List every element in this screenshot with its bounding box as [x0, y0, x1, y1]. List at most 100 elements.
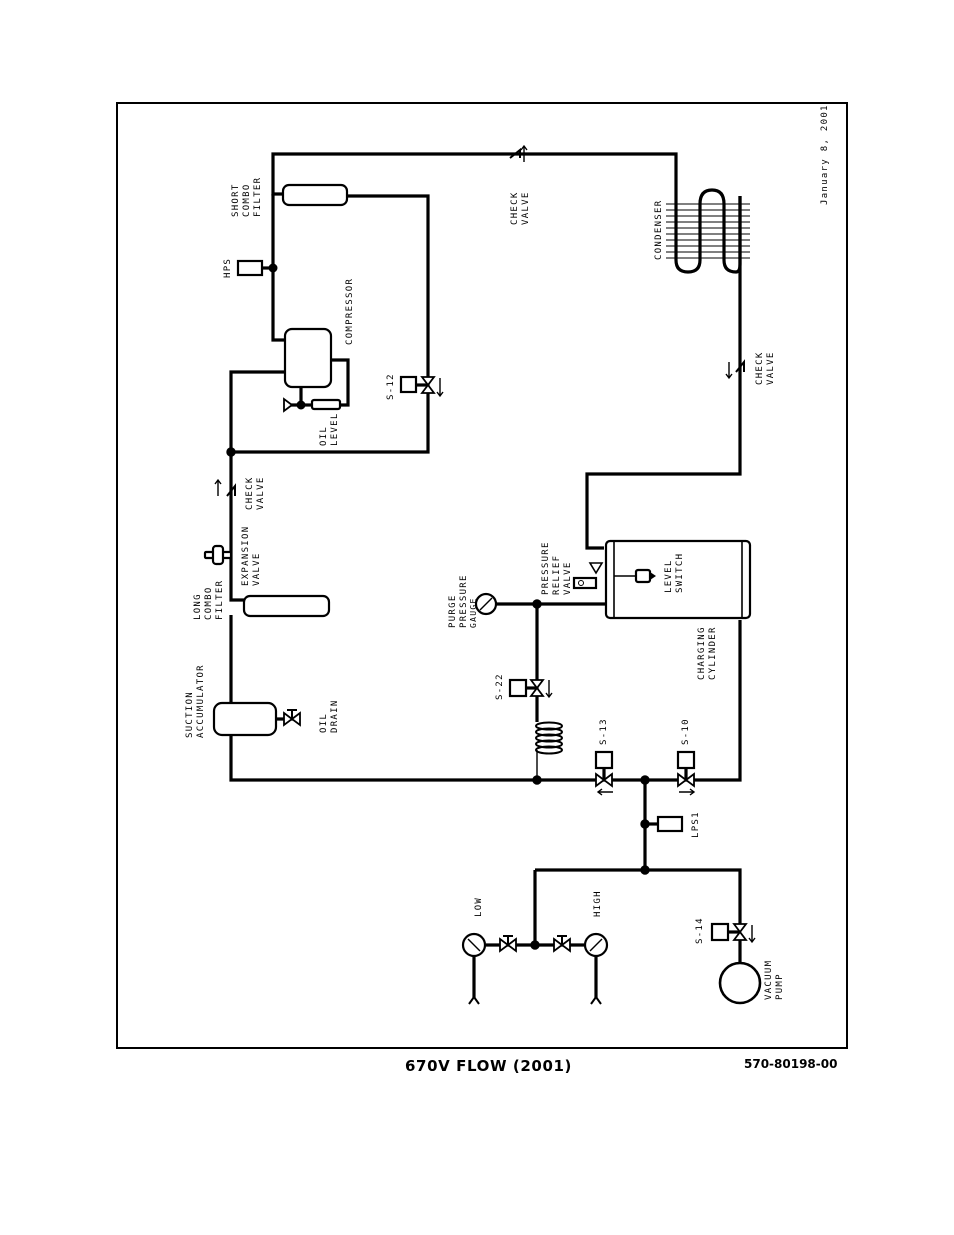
label-charging-cylinder: CHARGING CYLINDER: [697, 626, 718, 680]
condenser-coil: [666, 188, 750, 274]
svg-text:DRAIN: DRAIN: [330, 699, 340, 733]
svg-text:COMBO: COMBO: [204, 586, 214, 620]
label-short-combo-filter: SHORT COMBO FILTER: [231, 177, 263, 217]
svg-text:EXPANSION: EXPANSION: [241, 526, 251, 586]
pressure-relief-marker-icon: [588, 562, 604, 575]
diagram-border: [116, 102, 848, 1049]
svg-text:RELIEF: RELIEF: [552, 555, 562, 595]
svg-text:January 8, 2001: January 8, 2001: [820, 104, 830, 205]
low-valve-handle: [503, 935, 513, 945]
svg-text:PURGE: PURGE: [448, 594, 458, 628]
high-hose-connector-icon: [590, 995, 602, 1005]
svg-text:SHORT: SHORT: [231, 183, 241, 217]
pressure-relief-port-icon: [578, 580, 584, 586]
check-valve-top-icon: [509, 147, 521, 159]
check-valve-right-arrow-icon: [725, 362, 733, 380]
oil-level-port-icon: [283, 397, 294, 413]
oil-drain-handle: [287, 709, 297, 719]
svg-text:CHECK: CHECK: [245, 476, 255, 510]
s12-arrow-icon: [436, 378, 444, 398]
svg-text:SWITCH: SWITCH: [675, 553, 685, 593]
s12-solenoid: [399, 375, 418, 394]
part-number: 570-80198-00: [744, 1057, 837, 1071]
label-oil-drain: OIL DRAIN: [319, 699, 340, 733]
short-combo-filter: [281, 183, 349, 207]
svg-text:CONDENSER: CONDENSER: [654, 200, 664, 260]
label-purge-pressure-gauge: PURGE PRESSURE GAUGE: [448, 574, 478, 628]
date-label: January 8, 2001: [820, 104, 830, 205]
svg-text:OIL: OIL: [319, 426, 329, 446]
s13-solenoid: [594, 750, 614, 770]
svg-text:LONG: LONG: [193, 593, 203, 620]
s13-arrow-icon: [596, 788, 613, 796]
label-high: HIGH: [593, 890, 603, 917]
svg-text:FILTER: FILTER: [215, 580, 225, 620]
svg-text:S-22: S-22: [495, 673, 505, 700]
pressure-relief-valve: [572, 576, 598, 590]
label-s22: S-22: [495, 673, 505, 700]
lps1-switch: [656, 815, 684, 833]
svg-text:CYLINDER: CYLINDER: [708, 626, 718, 680]
purge-pressure-gauge: [474, 592, 498, 616]
svg-text:OIL: OIL: [319, 713, 329, 733]
s22-arrow-icon: [545, 680, 553, 699]
svg-text:SUCTION: SUCTION: [185, 691, 195, 738]
svg-text:LEVEL: LEVEL: [330, 412, 340, 446]
label-s13: S-13: [599, 718, 609, 745]
label-hps: HPS: [223, 258, 233, 278]
s10-arrow-icon: [679, 788, 696, 796]
label-compressor: COMPRESSOR: [345, 278, 355, 345]
svg-text:VALVE: VALVE: [563, 561, 573, 595]
charging-cylinder: [604, 539, 752, 620]
high-pressure-gauge: [583, 932, 609, 958]
label-level-switch: LEVEL SWITCH: [664, 553, 685, 593]
suction-accumulator: [212, 701, 278, 737]
s10-solenoid: [676, 750, 696, 770]
hps-switch: [236, 259, 264, 277]
s22-solenoid: [508, 678, 528, 698]
label-suction-accumulator: SUCTION ACCUMULATOR: [185, 664, 206, 738]
capillary-coil: [535, 721, 563, 755]
svg-text:GAUGE: GAUGE: [469, 597, 478, 628]
check-valve-top-arrow-icon: [520, 144, 528, 162]
svg-text:HPS: HPS: [223, 258, 233, 278]
page-title: 670V FLOW (2001): [405, 1057, 572, 1075]
label-expansion-valve: EXPANSION VALVE: [241, 526, 262, 586]
svg-text:LEVEL: LEVEL: [664, 559, 674, 593]
label-check-valve-top: CHECK VALVE: [510, 191, 531, 225]
vacuum-pump: [718, 961, 762, 1005]
svg-text:VALVE: VALVE: [521, 191, 531, 225]
svg-text:VALVE: VALVE: [252, 552, 262, 586]
label-vacuum-pump: VACUUM PUMP: [764, 960, 785, 1000]
svg-text:LOW: LOW: [474, 897, 484, 917]
label-s14: S-14: [695, 917, 705, 944]
svg-text:S-14: S-14: [695, 917, 705, 944]
svg-text:HIGH: HIGH: [593, 890, 603, 917]
check-valve-mid-icon: [226, 483, 236, 497]
svg-text:PRESSURE: PRESSURE: [459, 574, 469, 628]
svg-text:VALVE: VALVE: [766, 351, 776, 385]
svg-text:COMPRESSOR: COMPRESSOR: [345, 278, 355, 345]
svg-text:VALVE: VALVE: [256, 476, 266, 510]
check-valve-mid-arrow-icon: [214, 478, 222, 496]
svg-text:LPS1: LPS1: [691, 811, 701, 838]
s14-arrow-icon: [748, 925, 756, 944]
svg-text:S-12: S-12: [386, 373, 396, 400]
label-lps1: LPS1: [691, 811, 701, 838]
svg-text:CHECK: CHECK: [510, 191, 520, 225]
svg-text:FILTER: FILTER: [253, 177, 263, 217]
oil-level-sight-glass: [310, 398, 342, 411]
long-combo-filter: [242, 594, 331, 618]
label-low: LOW: [474, 897, 484, 917]
svg-text:VACUUM: VACUUM: [764, 960, 774, 1000]
label-long-combo-filter: LONG COMBO FILTER: [193, 580, 225, 620]
s14-solenoid: [710, 922, 730, 942]
svg-text:S-13: S-13: [599, 718, 609, 745]
svg-text:PRESSURE: PRESSURE: [541, 541, 551, 595]
high-valve-handle: [557, 935, 567, 945]
svg-text:PUMP: PUMP: [775, 973, 785, 1000]
label-condenser: CONDENSER: [654, 200, 664, 260]
expansion-valve: [203, 544, 233, 566]
label-check-valve-mid: CHECK VALVE: [245, 476, 266, 510]
